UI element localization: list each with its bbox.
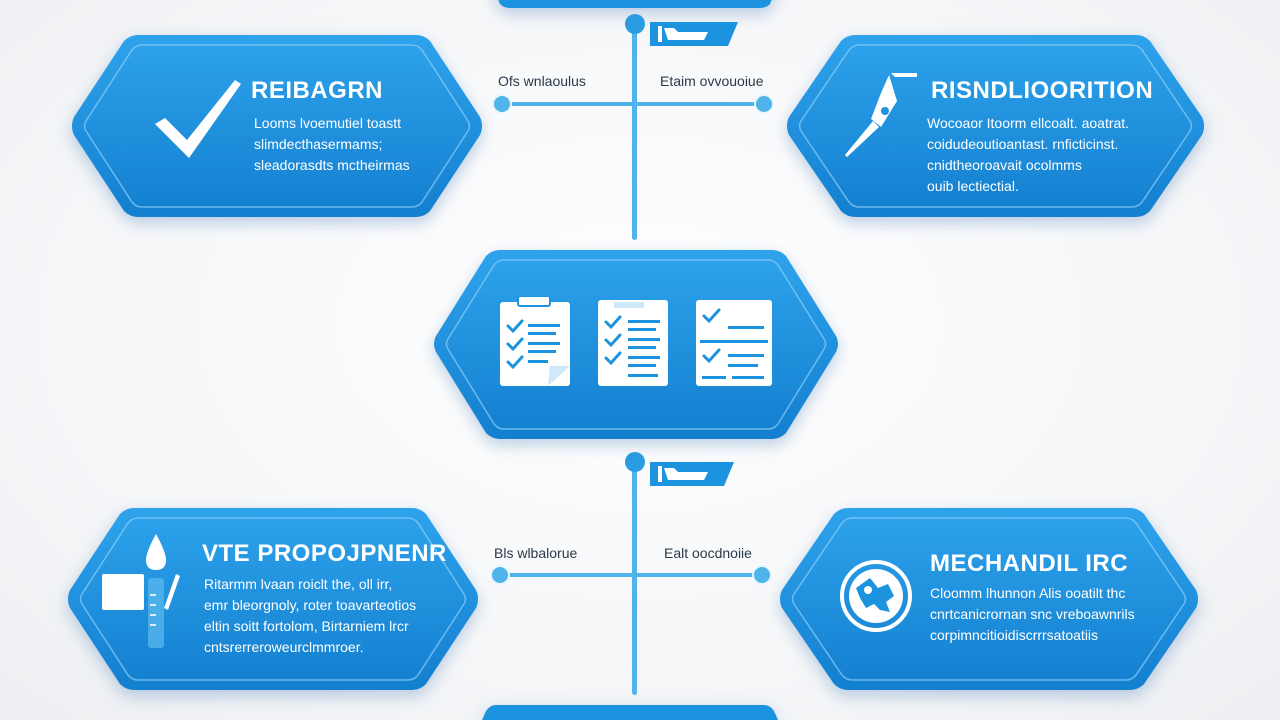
- connector-node-top: [625, 14, 645, 34]
- flag-icon-bottom: [650, 462, 734, 486]
- mechanism-icon: [840, 560, 912, 632]
- connector-label-top-right: Etaim ovvouoiue: [660, 73, 764, 89]
- connector-horizontal-bottom: [500, 573, 762, 577]
- card-line: emr bleorgnoly, roter toavarteotios: [204, 597, 417, 613]
- needle-icon: [845, 73, 917, 157]
- card-line: coidudeoutioantast. rnficticinst.: [927, 136, 1119, 152]
- card-line: cnrtcanicrornan snc vreboawnrils: [930, 606, 1135, 622]
- card-line: Wocoaor Itoorm ellcoalt. aoatrat.: [927, 115, 1130, 131]
- connector-horizontal-top: [502, 102, 764, 106]
- card-title-top-left: REIBAGRN: [251, 77, 384, 104]
- card-top-left: REIBAGRN Looms lvoemutiel toastt slimdec…: [68, 33, 486, 219]
- card-line: Cloomm lhunnon Alis ooatilt thc: [930, 585, 1126, 601]
- card-body-bottom-right: Cloomm lhunnon Alis ooatilt thc cnrtcani…: [930, 583, 1135, 646]
- connector-label-bottom-left: Bls wlbalorue: [494, 545, 578, 561]
- card-bottom-left: VTE PROPOJPNENR Ritarmm lvaan roiclt the…: [64, 506, 482, 692]
- card-title-top-right: RISNDLIOORITION: [931, 77, 1154, 104]
- checklist-clipboard-icon: [500, 296, 570, 386]
- checkmark-icon: [155, 80, 241, 158]
- card-line: cnidtheoroavait ocolmms: [927, 157, 1082, 173]
- connector-dot-top-right: [754, 94, 774, 114]
- vial-icon: [102, 534, 180, 648]
- top-partial-card: [490, 0, 780, 8]
- card-center: [430, 248, 842, 441]
- card-line: slimdecthasermams;: [254, 136, 383, 152]
- checklist-board-icon: [696, 300, 772, 386]
- connector-dot-top-left: [492, 94, 512, 114]
- connector-vertical-bottom: [632, 470, 637, 695]
- card-line: eltin soitt fortolom, Birtarniem lrcr: [204, 618, 409, 634]
- card-title-bottom-right: MECHANDIL IRC: [930, 550, 1129, 577]
- card-line: cntsrerreroweurclmmroer.: [204, 639, 364, 655]
- card-line: Looms lvoemutiel toastt: [254, 115, 402, 131]
- card-title-bottom-left: VTE PROPOJPNENR: [202, 540, 447, 567]
- connector-dot-bottom-right: [752, 565, 772, 585]
- bottom-partial-card: [482, 705, 778, 720]
- card-line: ouib lectiectial.: [927, 178, 1019, 194]
- connector-dot-bottom-left: [490, 565, 510, 585]
- connector-label-top-left: Ofs wnlaoulus: [498, 73, 586, 89]
- connector-label-bottom-right: Ealt oocdnoiie: [664, 545, 752, 561]
- checklist-document-icon: [598, 300, 668, 386]
- card-line: sleadorasdts mctheirmas: [254, 157, 410, 173]
- connector-vertical-top: [632, 30, 637, 240]
- card-body-top-left: Looms lvoemutiel toastt slimdecthasermam…: [254, 113, 410, 176]
- card-body-bottom-left: Ritarmm lvaan roiclt the, oll irr, emr b…: [204, 574, 416, 658]
- card-line: Ritarmm lvaan roiclt the, oll irr,: [204, 576, 393, 592]
- card-line: corpimncitioidiscrrrsatoatiis: [930, 627, 1099, 643]
- flag-icon-top: [650, 22, 738, 46]
- connector-node-bottom: [625, 452, 645, 472]
- card-bottom-right: MECHANDIL IRC Cloomm lhunnon Alis ooatil…: [776, 506, 1202, 692]
- card-body-top-right: Wocoaor Itoorm ellcoalt. aoatrat. coidud…: [927, 113, 1129, 197]
- card-top-right: RISNDLIOORITION Wocoaor Itoorm ellcoalt.…: [783, 33, 1208, 219]
